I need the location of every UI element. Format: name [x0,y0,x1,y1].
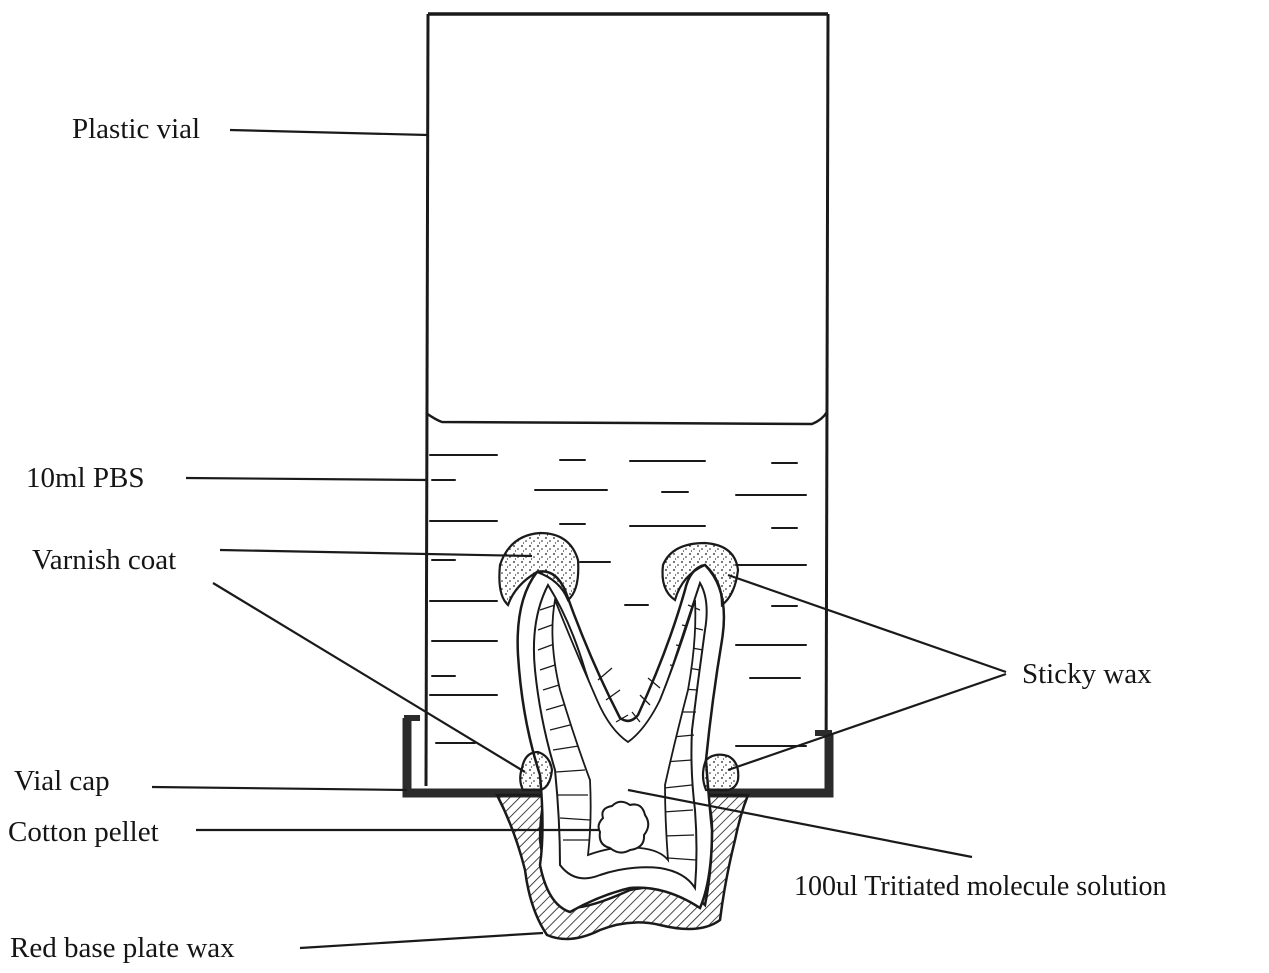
leader-sticky-wax-bottom [728,674,1006,770]
label-varnish-coat: Varnish coat [32,546,176,575]
label-plastic-vial: Plastic vial [72,115,200,144]
leader-varnish-lower [213,583,525,772]
cotton-pellet [599,802,649,853]
pbs-liquid [430,455,806,746]
label-cotton-pellet: Cotton pellet [8,818,159,847]
label-red-base-plate-wax: Red base plate wax [10,934,235,963]
leader-base-wax [300,933,543,948]
leader-varnish-top [220,550,532,556]
leader-vial-cap [152,787,407,790]
label-pbs: 10ml PBS [26,464,144,493]
leader-sticky-wax-top [728,575,1006,672]
label-tritiated-solution: 100ul Tritiated molecule solution [794,873,1167,901]
label-sticky-wax: Sticky wax [1022,660,1152,689]
leader-pbs [186,478,428,480]
plastic-vial [426,14,828,786]
label-vial-cap: Vial cap [14,767,110,796]
sticky-wax-bottom-right [703,755,738,791]
pbs-meniscus [426,412,827,424]
leader-plastic-vial [230,130,428,135]
